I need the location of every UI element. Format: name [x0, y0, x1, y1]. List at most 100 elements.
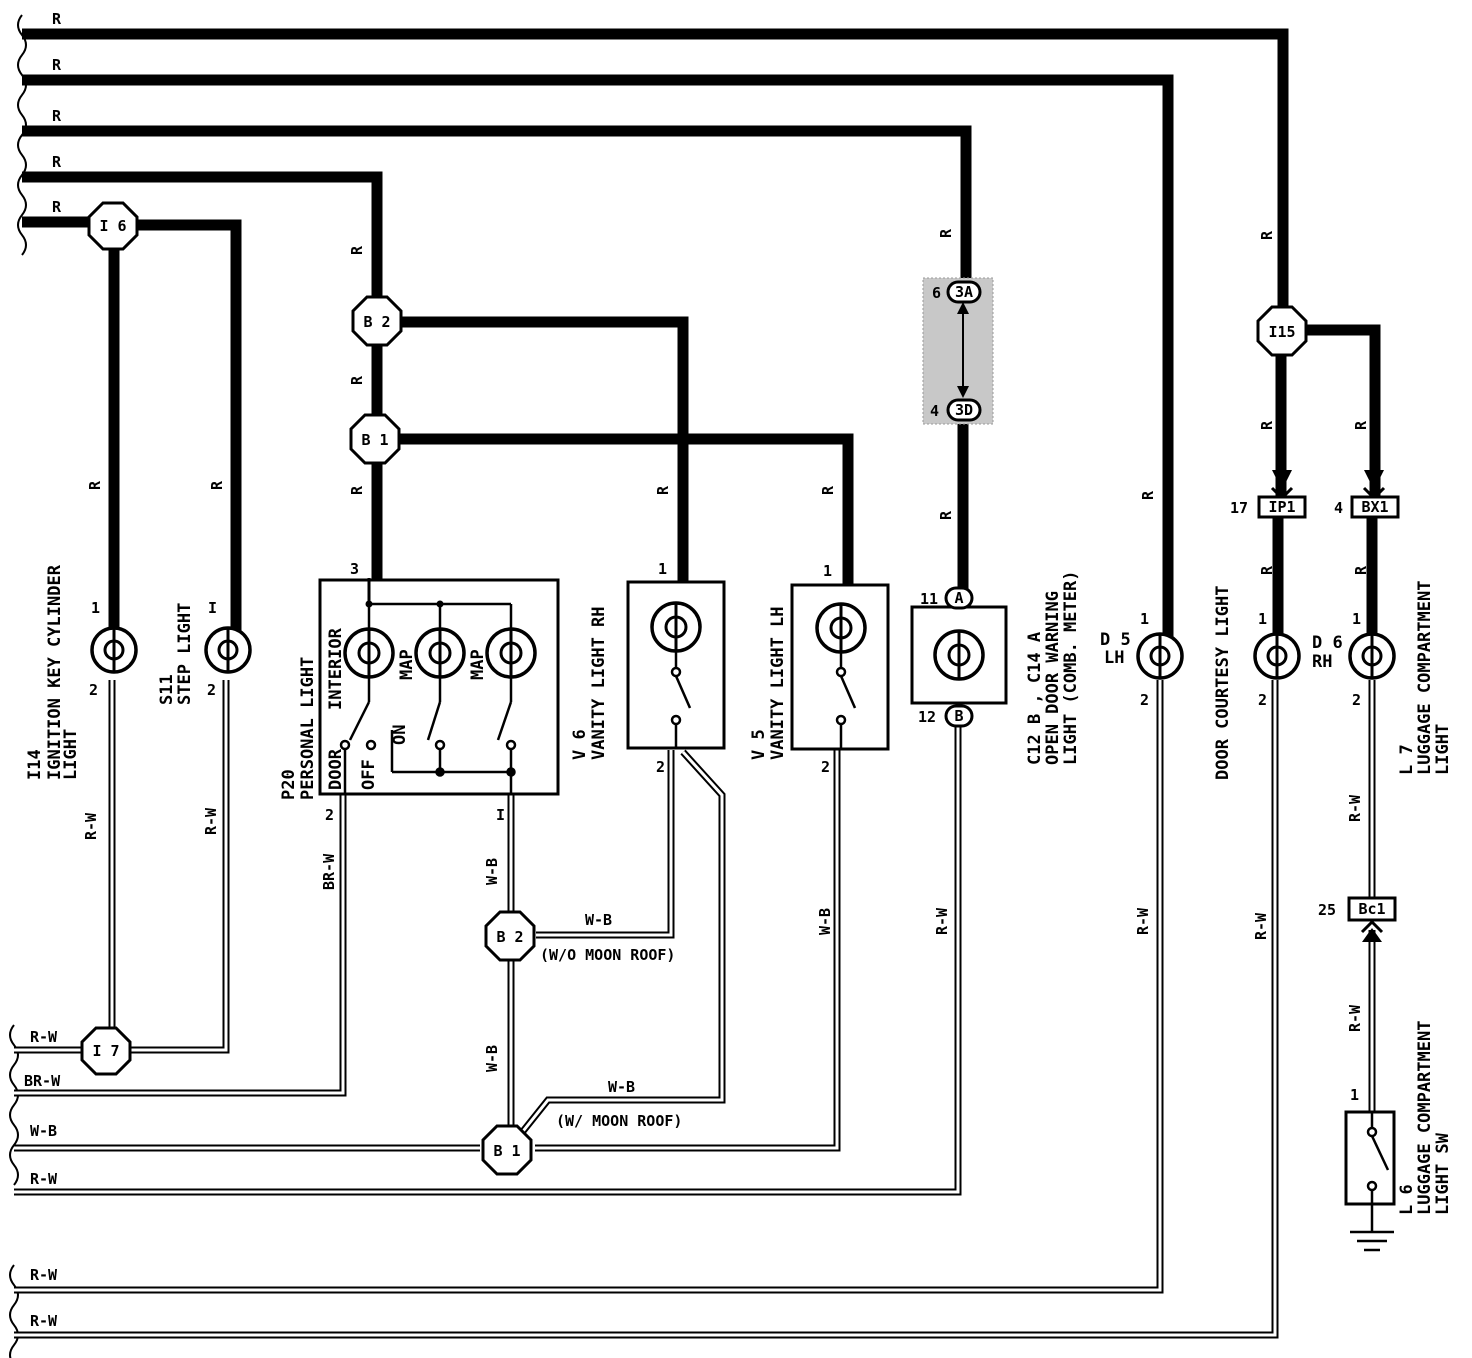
wire-label: R [937, 228, 955, 238]
svg-text:I15: I15 [1268, 323, 1295, 341]
i14-ignition-key-light: 1 2 I14 IGNITION KEY CYLINDER LIGHT [25, 564, 138, 780]
d6-door-courtesy-light-rh: 1 2 D 6 RH [1253, 610, 1343, 709]
wires-red [22, 28, 1381, 640]
svg-text:11: 11 [920, 590, 938, 608]
svg-text:OFF: OFF [359, 759, 379, 790]
svg-text:LUGGAGE COMPARTMENT: LUGGAGE COMPARTMENT [1415, 1021, 1435, 1215]
svg-text:P20: P20 [279, 769, 299, 800]
wire-r-4 [22, 171, 383, 320]
svg-text:1: 1 [1350, 1086, 1359, 1104]
svg-text:1: 1 [1140, 610, 1149, 628]
ground-icon [1350, 1230, 1394, 1252]
svg-text:LH: LH [1104, 648, 1124, 668]
wire-label: BR-W [24, 1072, 61, 1090]
svg-text:2: 2 [207, 681, 216, 699]
p20-personal-light: 3 2 I INTERIOR MAP MAP DOOR OFF ON P20 P… [279, 560, 560, 824]
pin-label: 6 [932, 284, 941, 302]
wire-color-labels: R R R R R R R R R R R R R R R R R R R R … [24, 10, 1370, 1330]
svg-text:IGNITION KEY CYLINDER: IGNITION KEY CYLINDER [45, 564, 65, 780]
pin-label: 4 [930, 402, 939, 420]
wire-label: R [819, 485, 837, 495]
svg-text:S11: S11 [157, 674, 177, 705]
v5-vanity-light-lh: 1 2 V 5 VANITY LIGHT LH [749, 562, 890, 776]
svg-text:PERSONAL LIGHT: PERSONAL LIGHT [298, 657, 318, 800]
wire-label: R-W [30, 1312, 58, 1330]
wire-r-1 [22, 28, 1289, 330]
v6-vanity-light-rh: 1 2 V 6 VANITY LIGHT RH [570, 560, 726, 776]
wire-label: W-B [816, 908, 834, 935]
door-courtesy-light-label: DOOR COURTESY LIGHT [1213, 586, 1233, 780]
svg-text:L 7: L 7 [1397, 744, 1417, 775]
svg-text:LIGHT (COMB. METER): LIGHT (COMB. METER) [1061, 571, 1081, 765]
svg-text:2: 2 [1352, 691, 1361, 709]
svg-text:I 6: I 6 [99, 217, 126, 235]
svg-text:VANITY LIGHT RH: VANITY LIGHT RH [589, 606, 609, 760]
svg-text:2: 2 [1258, 691, 1267, 709]
wire-i6-step [112, 219, 242, 640]
svg-text:B 1: B 1 [493, 1142, 520, 1160]
svg-text:D 6: D 6 [1312, 633, 1343, 653]
connector-i7: I 7 [80, 1026, 132, 1076]
wire-label: R-W [30, 1028, 58, 1046]
connector-ip1: IP1 [1268, 498, 1295, 516]
svg-text:I 7: I 7 [92, 1042, 119, 1060]
wire-label: W-B [608, 1078, 635, 1096]
svg-text:OPEN DOOR WARNING: OPEN DOOR WARNING [1043, 591, 1063, 765]
svg-text:ON: ON [390, 725, 410, 745]
wire-label: R [208, 480, 226, 490]
svg-text:1: 1 [91, 599, 100, 617]
svg-text:B: B [954, 707, 963, 725]
wire-label: R [348, 245, 366, 255]
wire-label: R [937, 510, 955, 520]
svg-text:B 2: B 2 [496, 928, 523, 946]
s11-step-light: I 2 S11 STEP LIGHT [157, 599, 252, 705]
note-without-moon-roof: (W/O MOON ROOF) [540, 946, 675, 964]
wire-label: R-W [82, 812, 100, 840]
pin-label: 25 [1318, 901, 1336, 919]
note-with-moon-roof: (W/ MOON ROOF) [556, 1112, 682, 1130]
connector-i6: I 6 [87, 201, 139, 251]
svg-text:I: I [208, 599, 217, 617]
svg-text:MAP: MAP [468, 649, 488, 680]
wire-label: R [1139, 490, 1157, 500]
wires-double [14, 680, 1376, 1339]
svg-text:D 5: D 5 [1100, 630, 1131, 650]
p20-bulbs [343, 627, 537, 679]
svg-text:2: 2 [656, 758, 665, 776]
wire-b1-vanity-lh [377, 433, 854, 585]
connector-b1-top: B 1 [349, 413, 401, 465]
svg-text:1: 1 [1258, 610, 1267, 628]
combination-meter-connector: 3A 3D 6 4 [922, 277, 994, 425]
wire-label: R [348, 485, 366, 495]
d5-door-courtesy-light-lh: 1 2 D 5 LH [1100, 610, 1184, 709]
c12-open-door-warning-light: A B 11 12 C12 B , C14 A OPEN DOOR WARNIN… [910, 571, 1081, 765]
svg-text:I14: I14 [25, 749, 45, 780]
wire-label: R [52, 153, 62, 171]
wire-label: R [654, 485, 672, 495]
svg-text:I: I [496, 806, 505, 824]
wire-label: R-W [933, 907, 951, 935]
wire-label: R [1352, 420, 1370, 430]
svg-text:V 6: V 6 [570, 729, 590, 760]
wire-label: W-B [585, 911, 612, 929]
svg-text:3: 3 [350, 560, 359, 578]
connector-3a: 3A [955, 283, 973, 301]
svg-text:LUGGAGE COMPARTMENT: LUGGAGE COMPARTMENT [1415, 581, 1435, 775]
wire-label: R-W [1252, 912, 1270, 940]
wire-label: R-W [1346, 794, 1364, 822]
l6-luggage-compartment-light-switch: 1 L 6 LUGGAGE COMPARTMENT LIGHT SW [1344, 1021, 1453, 1252]
svg-text:INTERIOR: INTERIOR [326, 627, 346, 710]
wire-label: R [52, 107, 62, 125]
svg-text:DOOR: DOOR [326, 748, 346, 790]
connector-bx1: BX1 [1361, 498, 1388, 516]
svg-text:VANITY LIGHT LH: VANITY LIGHT LH [768, 606, 788, 760]
wire-label: R [1352, 565, 1370, 575]
wire-r-3 [22, 125, 972, 290]
wire-label: R [86, 480, 104, 490]
wire-label: BR-W [320, 853, 338, 890]
svg-text:LIGHT SW: LIGHT SW [1433, 1132, 1453, 1215]
wire-label: R-W [202, 807, 220, 835]
wire-label: W-B [30, 1122, 57, 1140]
svg-text:2: 2 [821, 758, 830, 776]
wire-label: R-W [30, 1266, 58, 1284]
